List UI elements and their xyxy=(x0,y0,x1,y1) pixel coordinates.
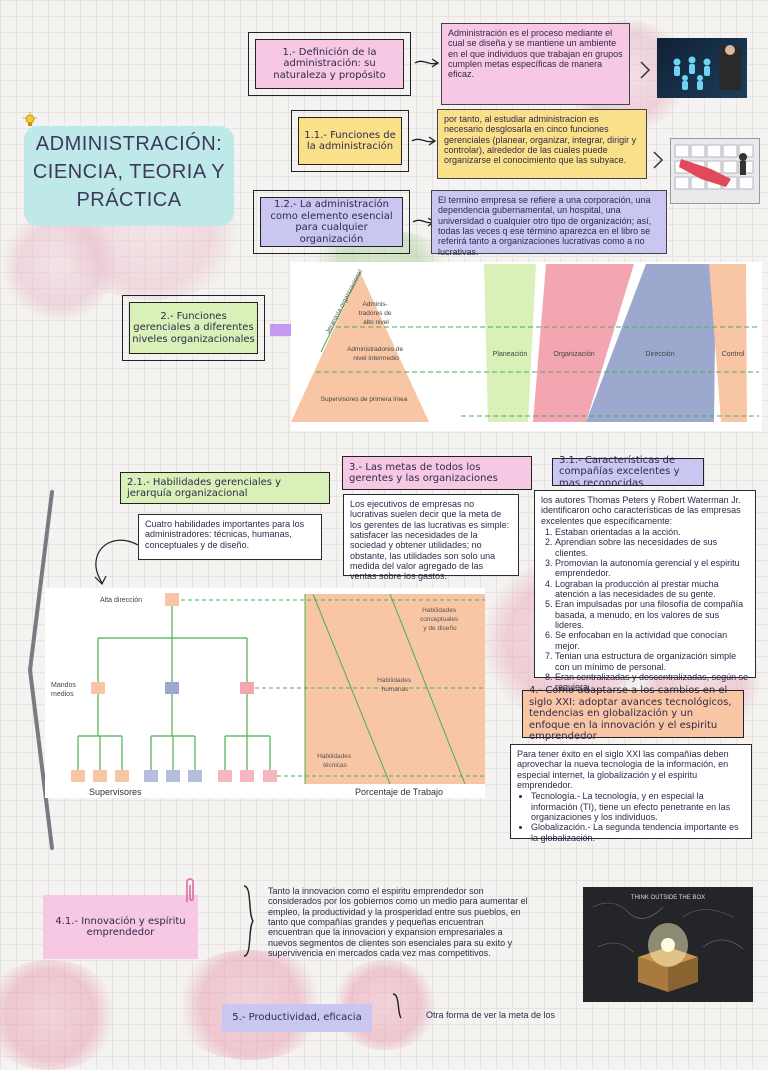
title-line-2: CIENCIA, TEORIA Y xyxy=(32,161,226,183)
think-outside-box-image: THINK OUTSIDE THE BOX xyxy=(583,887,753,1002)
elemento-esencial-text: El termino empresa se refiere a una corp… xyxy=(438,195,652,257)
org-node-middle xyxy=(165,682,179,694)
list-item: Estaban orientadas a la acción. xyxy=(555,527,749,537)
title-card xyxy=(24,126,234,226)
label-funciones: 1.1.- Funciones de la administración xyxy=(291,110,409,172)
label-innovacion: 4.1.- Innovación y espíritu emprendedor xyxy=(43,895,198,959)
label-metas-text: 3.- Las metas de todos los gerentes y la… xyxy=(349,461,498,485)
funciones-text-box: por tanto, al estudiar administracion es… xyxy=(437,109,647,179)
org-node-middle xyxy=(91,682,105,694)
pyramid-middle-label: Administradores de nivel intermedio xyxy=(347,346,405,362)
function-control-label: Control xyxy=(722,351,745,358)
adaptarse-intro: Para tener éxito en el siglo XXI las com… xyxy=(517,749,729,791)
funciones-text: por tanto, al estudiar administracion es… xyxy=(444,114,637,166)
keyboard-person-image xyxy=(670,138,760,204)
list-item: Se enfocaban en la actividad que conocía… xyxy=(555,630,749,651)
label-caracteristicas: 3.1.- Características de compañías excel… xyxy=(552,455,704,489)
label-habilidades-text: 2.1.- Habilidades gerenciales y jerarquí… xyxy=(127,476,282,500)
function-band-direccion xyxy=(586,264,716,422)
chevron-right-icon xyxy=(653,151,664,169)
label-habilidades: 2.1.- Habilidades gerenciales y jerarquí… xyxy=(120,472,330,504)
habilidades-text-box: Cuatro habilidades importantes para los … xyxy=(138,514,322,560)
org-node-bottom-group xyxy=(71,770,277,782)
productividad-text: Otra forma de ver la meta de los xyxy=(426,1010,556,1020)
label-funciones-gerenciales: 2.- Funciones gerenciales a diferentes n… xyxy=(122,295,265,361)
function-band-control xyxy=(709,264,747,422)
adaptarse-text-box: Para tener éxito en el siglo XXI las com… xyxy=(510,744,752,843)
org-top-label: Alta dirección xyxy=(100,597,142,604)
metas-text: Los ejecutivos de empresas no lucrativas… xyxy=(350,499,510,582)
people-network-image xyxy=(657,38,747,98)
list-item: Tenian una estructura de organización si… xyxy=(555,651,749,672)
chevron-right-icon xyxy=(640,61,651,79)
caracteristicas-list: Estaban orientadas a la acción. Aprendia… xyxy=(541,527,749,693)
label-caracteristicas-text: 3.1.- Características de compañías excel… xyxy=(559,454,680,489)
image-caption: THINK OUTSIDE THE BOX xyxy=(631,895,705,901)
label-innovacion-text: 4.1.- Innovación y espíritu emprendedor xyxy=(55,916,186,938)
title-line-1: ADMINISTRACIÓN: xyxy=(35,133,223,155)
elemento-esencial-text-box: El termino empresa se refiere a una corp… xyxy=(431,190,667,257)
list-item: Tecnología.- La tecnología, y en especia… xyxy=(531,791,745,822)
flower-decoration xyxy=(0,960,120,1070)
pyramid-shape xyxy=(291,272,429,422)
definicion-text: Administración es el proceso mediante el… xyxy=(448,28,623,80)
pyramid-diagram: Jerarquía organizacional Adminis- trador… xyxy=(291,262,762,431)
org-node-middle xyxy=(240,682,254,694)
hierarchy-axis xyxy=(320,271,361,353)
list-item: Aprendian sobre las necesidades de sus c… xyxy=(555,537,749,558)
pyramid-bottom-label: Supervisores de primera línea xyxy=(321,396,408,403)
function-planeacion-label: Planeación xyxy=(493,351,528,358)
function-band-planeacion xyxy=(484,264,536,422)
habilidades-text: Cuatro habilidades importantes para los … xyxy=(145,519,305,550)
flower-decoration xyxy=(0,210,120,320)
label-adaptarse: 4.- Como adaptarse a los cambios en el s… xyxy=(522,685,744,742)
caracteristicas-text-box: los autores Thomas Peters y Robert Water… xyxy=(534,490,756,692)
skill-conceptual-label: Habilidades conceptuales y de diseño xyxy=(420,607,460,632)
list-item: Eran centralizadas y descentralizadas, s… xyxy=(555,672,749,693)
label-productividad-text: 5.- Productividad, eficacia xyxy=(232,1012,362,1023)
function-band-organizacion xyxy=(533,264,634,422)
function-direccion-label: Dirección xyxy=(645,351,674,358)
page-title: ADMINISTRACIÓN: CIENCIA, TEORIA Y PRÁCTI… xyxy=(24,130,234,214)
brace-icon xyxy=(392,993,402,1019)
org-node-top xyxy=(165,593,179,606)
skills-x-label: Porcentaje de Trabajo xyxy=(355,787,444,797)
caracteristicas-intro: los autores Thomas Peters y Robert Water… xyxy=(541,495,741,526)
skill-human-label: Habilidades humanas xyxy=(377,677,413,693)
org-bottom-label: Supervisores xyxy=(89,787,142,797)
label-productividad: 5.- Productividad, eficacia xyxy=(222,1004,372,1032)
label-definicion-text: 1.- Definición de la administración: su … xyxy=(273,46,386,81)
label-funciones-text: 1.1.- Funciones de la administración xyxy=(304,129,396,153)
function-organizacion-label: Organización xyxy=(553,351,594,358)
label-elemento-esencial-text: 1.2.- La administración como elemento es… xyxy=(270,199,393,245)
curved-arrow-icon xyxy=(94,539,139,586)
label-adaptarse-text: 4.- Como adaptarse a los cambios en el s… xyxy=(529,685,732,743)
list-item: Lograban la producción al prestar mucha … xyxy=(555,579,749,600)
label-definicion: 1.- Definición de la administración: su … xyxy=(248,32,411,96)
list-item: Globalización.- La segunda tendencia imp… xyxy=(531,822,745,843)
label-funciones-gerenciales-text: 2.- Funciones gerenciales a diferentes n… xyxy=(132,310,255,345)
org-middle-label: Mandos medios xyxy=(51,682,78,698)
definicion-text-box: Administración es el proceso mediante el… xyxy=(441,23,630,105)
paperclip-icon xyxy=(186,878,194,902)
arrow-icon xyxy=(411,136,437,146)
title-line-3: PRÁCTICA xyxy=(76,189,182,211)
bulb-icon xyxy=(22,112,38,128)
skills-chart: Alta dirección Mandos medios Habilidades… xyxy=(45,588,485,798)
innovacion-text: Tanto la innovacion como el espiritu emp… xyxy=(268,886,528,959)
brace-icon xyxy=(243,885,254,957)
bracket-icon xyxy=(27,490,54,850)
metas-text-box: Los ejecutivos de empresas no lucrativas… xyxy=(343,494,519,581)
pyramid-top-label: Adminis- tradores de alto nivel xyxy=(359,301,394,326)
label-metas: 3.- Las metas de todos los gerentes y la… xyxy=(342,456,532,490)
adaptarse-list: Tecnología.- La tecnología, y en especia… xyxy=(517,791,745,843)
list-item: Eran impulsadas por una filosofía de com… xyxy=(555,599,749,630)
label-elemento-esencial: 1.2.- La administración como elemento es… xyxy=(253,190,410,254)
list-item: Promovian la autonomía gerencial y el es… xyxy=(555,558,749,579)
arrow-icon xyxy=(414,58,440,68)
skill-technical-label: Habilidades técnicas xyxy=(317,753,353,769)
